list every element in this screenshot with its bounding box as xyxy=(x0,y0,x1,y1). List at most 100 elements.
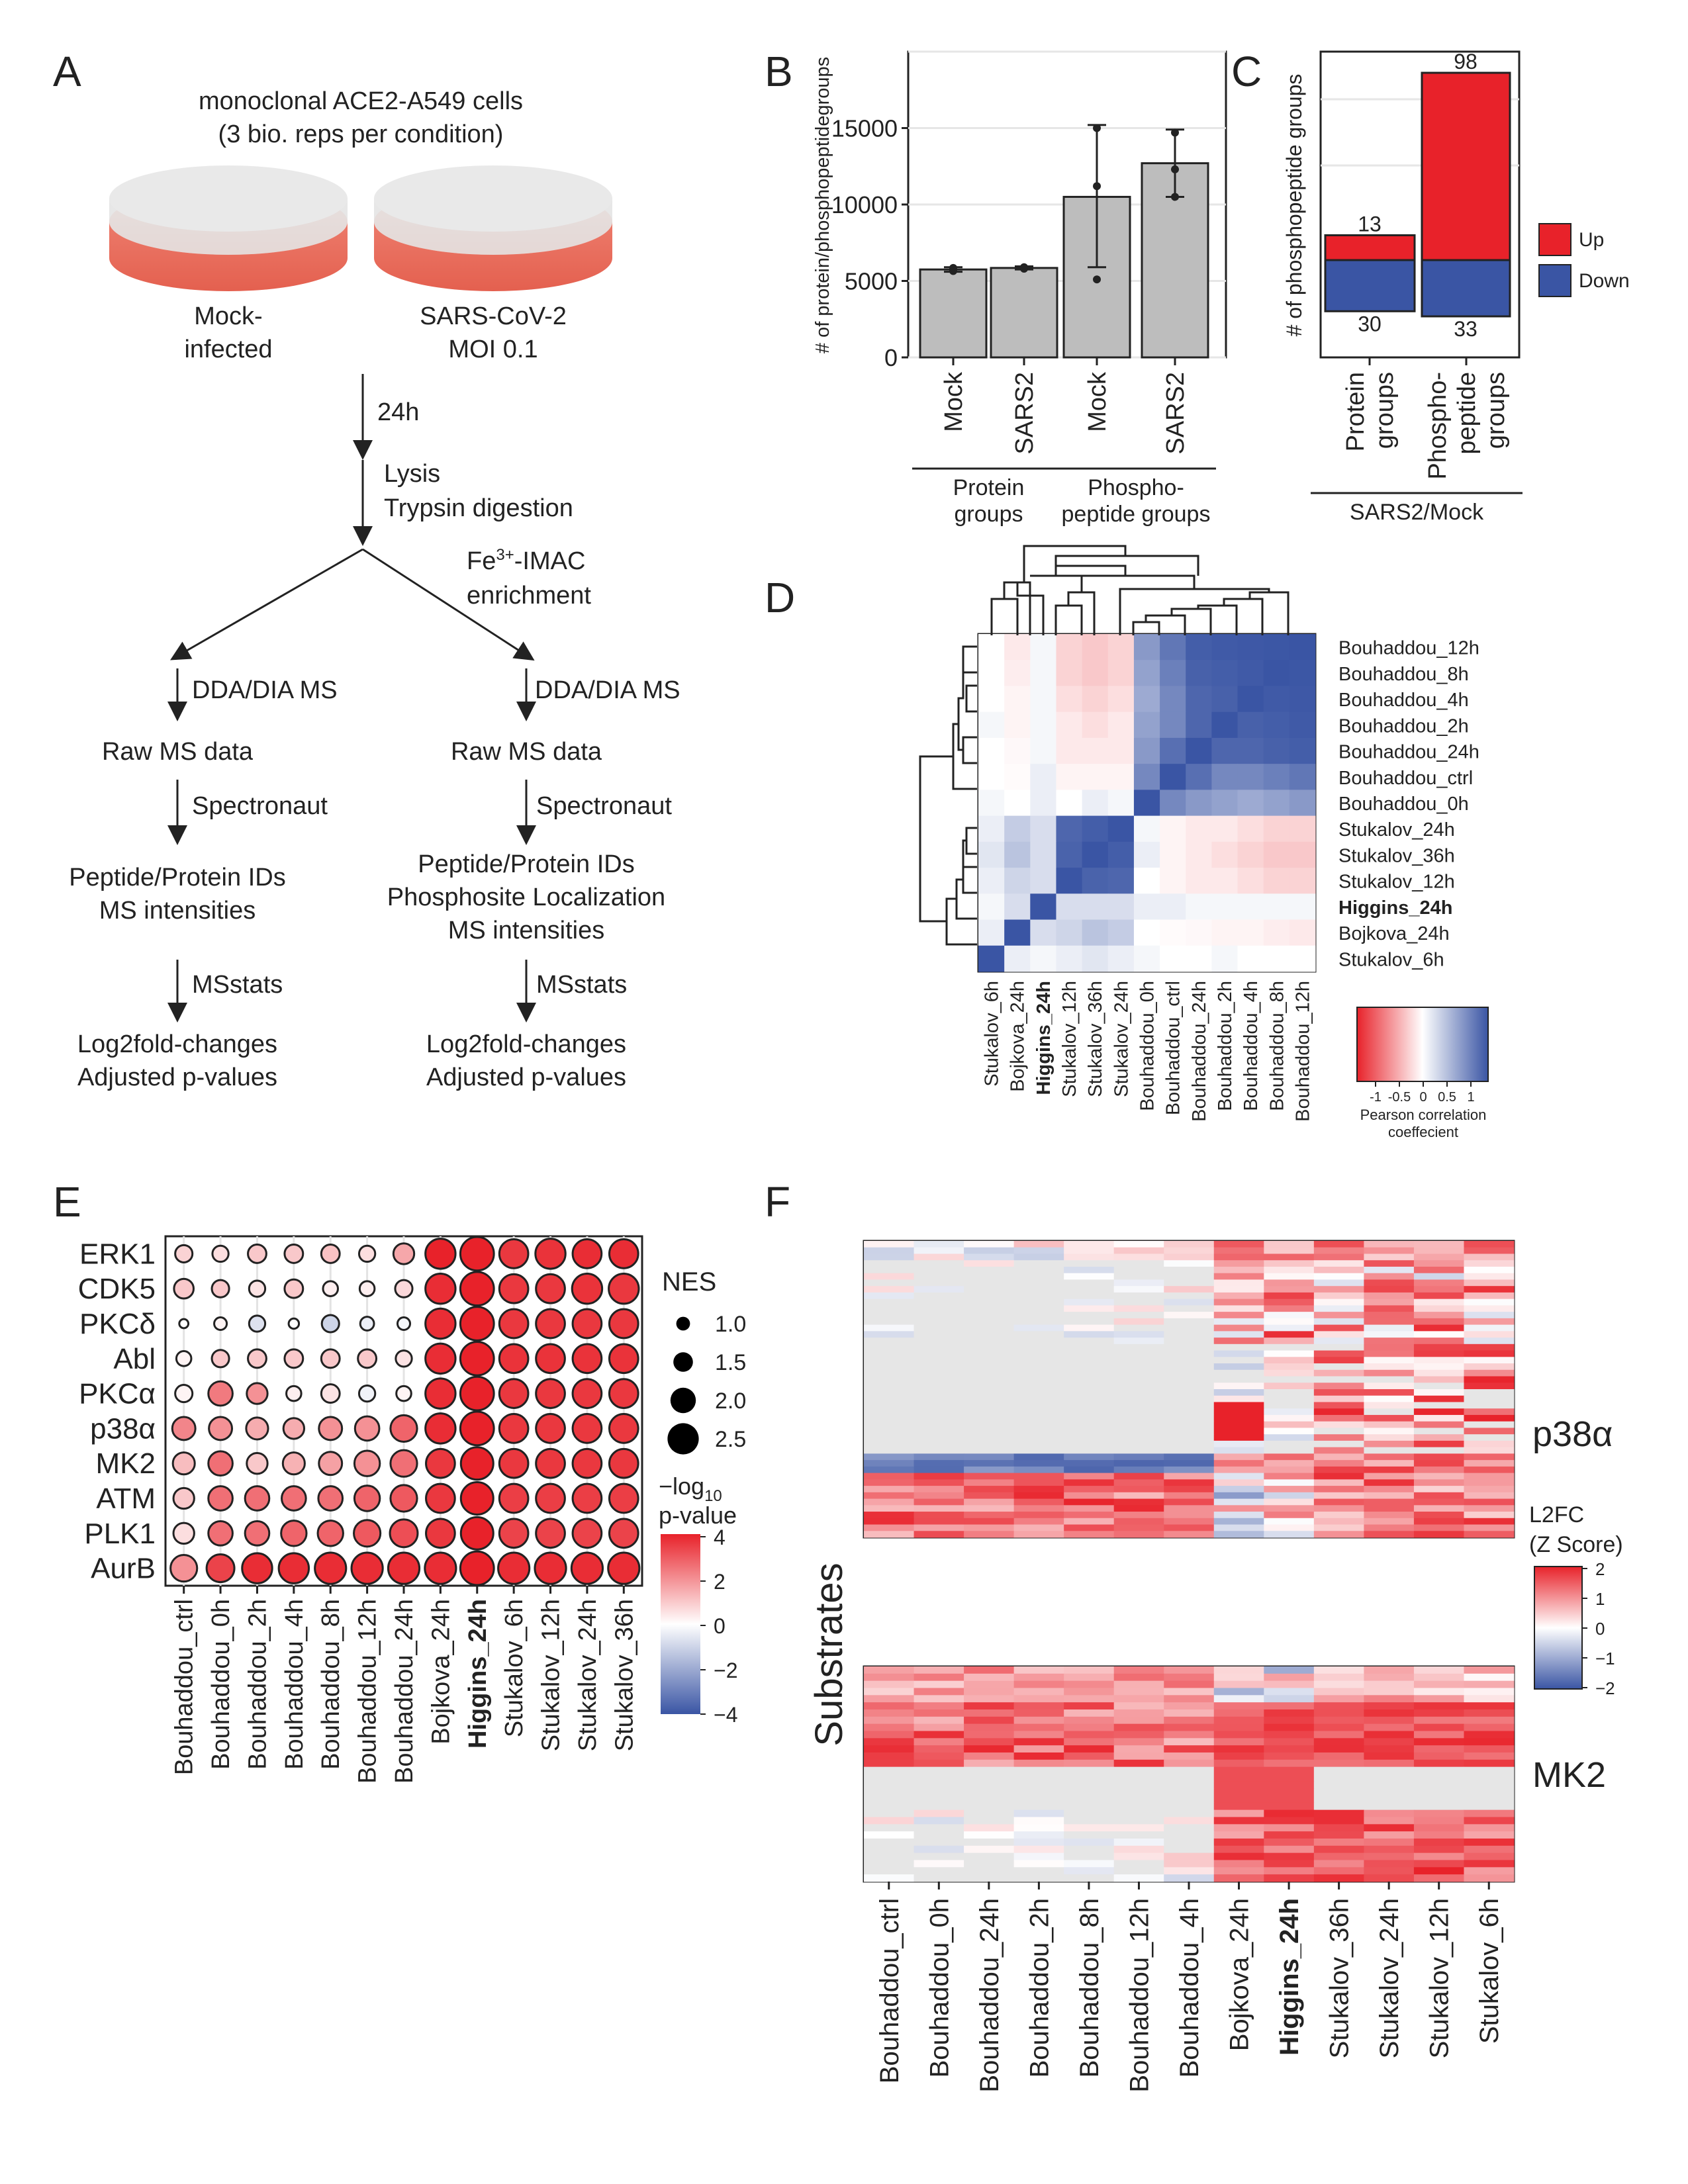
f-mk2-cell xyxy=(964,1759,1015,1768)
f-mk2-cell xyxy=(1213,1774,1264,1782)
f-p38-cell xyxy=(1264,1279,1315,1287)
f-p38-cell xyxy=(1013,1266,1064,1274)
f-p38-cell xyxy=(1113,1324,1164,1332)
f-p38-cell xyxy=(1264,1518,1315,1525)
c-legend-label-down: Down xyxy=(1579,270,1630,292)
f-p38-cell xyxy=(864,1466,915,1474)
f-mk2-cell xyxy=(1364,1759,1415,1768)
f-mk2-cell xyxy=(1464,1738,1515,1746)
b-point xyxy=(1093,124,1101,132)
e-col-label: Bouhaddou_4h xyxy=(281,1599,308,1770)
f-mk2-cell xyxy=(1364,1852,1415,1860)
f-p38-cell xyxy=(1113,1440,1164,1448)
f-mk2-cell xyxy=(1213,1759,1264,1768)
b-bar xyxy=(919,268,988,359)
b-point xyxy=(1020,263,1028,271)
f-p38-cell xyxy=(1213,1305,1264,1312)
f-mk2-cell xyxy=(864,1860,915,1868)
f-p38-cell xyxy=(1113,1466,1164,1474)
f-colorbar-label: 0 xyxy=(1595,1619,1605,1639)
f-mk2-cell xyxy=(1013,1774,1064,1782)
f-mk2-cell xyxy=(1013,1781,1064,1789)
f-p38-cell xyxy=(864,1363,915,1371)
f-p38-cell xyxy=(1413,1292,1464,1300)
f-p38-cell xyxy=(1313,1395,1364,1402)
f-mk2-cell xyxy=(1213,1802,1264,1811)
f-mk2-cell xyxy=(914,1802,964,1811)
f-p38-cell xyxy=(1264,1266,1315,1274)
f-p38-cell xyxy=(1264,1428,1315,1435)
f-mk2-cell xyxy=(1364,1688,1415,1696)
d-cell xyxy=(1211,893,1239,921)
e-dot xyxy=(535,1482,566,1514)
d-cell xyxy=(1107,711,1135,739)
d-cell xyxy=(1004,737,1031,764)
f-mk2-cell xyxy=(1364,1774,1415,1782)
f-p38-cell xyxy=(1313,1266,1364,1274)
d-cell xyxy=(1211,634,1239,660)
f-mk2-cell xyxy=(1313,1802,1364,1811)
b-group-label: Protein xyxy=(953,475,1025,500)
f-p38-cell xyxy=(964,1369,1015,1377)
f-p38-cell xyxy=(1464,1524,1515,1531)
f-mk2-cell xyxy=(1464,1723,1515,1731)
f-p38-cell xyxy=(1013,1363,1064,1371)
d-cell xyxy=(1186,790,1212,817)
f-mk2-cell xyxy=(1264,1766,1315,1774)
f-p38-cell xyxy=(1013,1369,1064,1377)
f-p38-cell xyxy=(864,1312,915,1319)
f-p38-cell xyxy=(864,1266,915,1274)
f-p38-cell xyxy=(1064,1331,1115,1338)
f-p38-cell xyxy=(914,1312,964,1319)
f-p38-cell xyxy=(914,1434,964,1441)
e-dot xyxy=(357,1244,377,1263)
f-mk2-cell xyxy=(1264,1831,1315,1839)
f-p38-cell xyxy=(1413,1266,1464,1274)
d-col-label: Stukalov_6h xyxy=(982,981,1003,1087)
e-dot xyxy=(535,1273,566,1304)
d-column-dendrogram xyxy=(1223,598,1264,635)
f-p38-cell xyxy=(1364,1253,1415,1261)
f-p38-cell xyxy=(1364,1492,1415,1500)
f-p38-cell xyxy=(1113,1331,1164,1338)
f-mk2-cell xyxy=(1364,1731,1415,1739)
b-category-label: Mock xyxy=(1084,371,1111,432)
f-mk2-cell xyxy=(964,1852,1015,1860)
f-mk2-cell xyxy=(1464,1752,1515,1760)
f-mk2-cell xyxy=(1113,1716,1164,1725)
f-mk2-cell xyxy=(1413,1852,1464,1860)
d-cell xyxy=(1082,737,1109,764)
f-p38-cell xyxy=(1213,1479,1264,1486)
f-p38-cell xyxy=(914,1241,964,1248)
f-mk2-cell xyxy=(1064,1774,1115,1782)
f-mk2-cell xyxy=(864,1745,915,1753)
f-mk2-cell xyxy=(1113,1860,1164,1868)
f-p38-cell xyxy=(1064,1343,1115,1351)
f-p38-cell xyxy=(1464,1460,1515,1467)
f-p38-cell xyxy=(1413,1498,1464,1506)
b-y-axis-label: # of protein/phosphopeptidegroups xyxy=(812,57,833,353)
f-mk2-cell xyxy=(1264,1802,1315,1811)
f-mk2-cell xyxy=(914,1874,964,1882)
e-dot xyxy=(498,1273,530,1304)
f-mk2-cell xyxy=(1264,1745,1315,1753)
e-row-label: PKCδ xyxy=(79,1308,156,1340)
f-p38-cell xyxy=(1164,1266,1215,1274)
f-p38-cell xyxy=(914,1453,964,1461)
b-tick-label: 5000 xyxy=(845,268,898,295)
f-p38-cell xyxy=(1064,1253,1115,1261)
f-p38-cell xyxy=(1213,1369,1264,1377)
f-p38-cell xyxy=(964,1298,1015,1306)
f-p38-cell xyxy=(914,1292,964,1300)
d-cell xyxy=(978,790,1005,817)
f-p38-cell xyxy=(1413,1479,1464,1486)
f-mk2-cell xyxy=(1113,1673,1164,1682)
f-p38-cell xyxy=(864,1492,915,1500)
f-mk2-cell xyxy=(1113,1723,1164,1731)
d-row-label: Bouhaddou_2h xyxy=(1338,715,1469,737)
f-mk2-cell xyxy=(914,1809,964,1817)
e-size-legend-label: 1.5 xyxy=(715,1350,746,1375)
b-category-label: SARS2 xyxy=(1162,372,1190,455)
f-p38-cell xyxy=(1313,1357,1364,1364)
e-dot xyxy=(535,1413,566,1444)
